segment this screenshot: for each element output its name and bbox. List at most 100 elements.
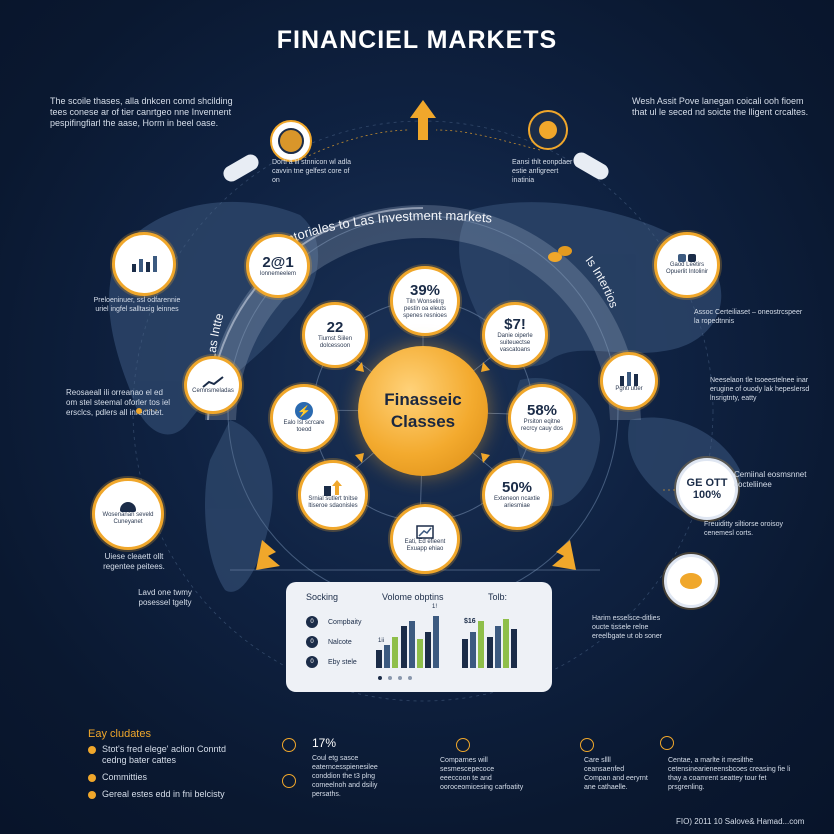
top-right-body: lanegan coicali ooh fioem that ul le sec… bbox=[632, 96, 804, 117]
piggy-node bbox=[664, 554, 718, 608]
footer-item-2: Committies bbox=[88, 772, 238, 783]
outer-node-1-value: 2@1 bbox=[262, 253, 294, 271]
inner-node-bottom-right: 50% Exteneon ncaxtie ariesmiae bbox=[482, 460, 552, 530]
page-title: FINANCIEL MARKETS bbox=[276, 26, 558, 54]
lightning-icon: ⚡ bbox=[295, 402, 313, 420]
right-text-1: Assoc Certeiliaset – oneostrcspeer la ro… bbox=[694, 309, 803, 325]
outer-node-6: GE OTT 100% bbox=[676, 458, 738, 520]
footer-list: Stot's fred elege' aclion Conntd cedng b… bbox=[88, 744, 238, 800]
volume-panel: Socking Volome obptins Tolb: 0 Compbaity… bbox=[286, 582, 552, 692]
outer-node-1-label: lonnemeelem bbox=[259, 270, 297, 277]
top-right-highlight-2: lligent crcaltes. bbox=[748, 107, 809, 117]
panel-row-3-label: Eby stele bbox=[328, 658, 357, 666]
chart-line-icon bbox=[416, 525, 434, 539]
outer-node-3-label: Wosenanan seveld Cuneyanet bbox=[102, 512, 154, 525]
panel-header-1: Socking bbox=[306, 592, 339, 602]
panel-pager-dots bbox=[378, 676, 412, 680]
inner-node-top-right-value: $7! bbox=[504, 315, 526, 333]
bars-icon bbox=[620, 371, 638, 386]
chart-b-bar-1 bbox=[462, 639, 468, 668]
right-text-3: Cemiinal eosmsnnet cocteliinee bbox=[734, 470, 807, 489]
footer-bullet-1 bbox=[88, 746, 96, 754]
handshake-icon bbox=[120, 502, 136, 512]
footer-icon-1 bbox=[282, 738, 296, 752]
arc-left-text: Las Intte bbox=[204, 311, 226, 360]
footer-stat-2-text: Comparnes will sesmescepecoce eeeccoon t… bbox=[440, 757, 524, 791]
outer-node-5: Pgnti utter bbox=[600, 352, 658, 410]
outer-node-4-label: Gaod Leetirs Opuerlit Intolinir bbox=[665, 262, 709, 275]
globe-icon bbox=[278, 128, 304, 154]
footer-credit: FIO) 2011 10 Salove& Hamad...com bbox=[676, 817, 805, 826]
inner-node-top: 39% Tiln Wonselirg pestin oa eleuts spen… bbox=[390, 266, 460, 336]
footer-item-2-text: Committies bbox=[102, 772, 148, 782]
chart-b-bar-6 bbox=[503, 618, 509, 668]
footer-item-3-text: Gereal estes edd in fni belcisty bbox=[102, 789, 225, 799]
panel-bar-label-2: 1! bbox=[432, 604, 438, 610]
inner-node-bottom-right-value: 50% bbox=[501, 479, 533, 496]
inner-node-right-label: Prsiton eqitne recrcy cauy dos bbox=[520, 419, 563, 432]
arrow-up-bar-icon bbox=[324, 480, 342, 496]
left-dot-icon bbox=[136, 408, 142, 414]
arc-right-label: Is Intertios bbox=[583, 253, 622, 309]
up-arrow-icon bbox=[410, 100, 436, 140]
inner-node-top-left-value: 22 bbox=[326, 319, 344, 336]
left-text-1: Preloeninuer, ssl odfarennie uriel ingfe… bbox=[93, 297, 181, 313]
inner-node-left-label: Ealo Isl scrcare toeod bbox=[283, 420, 325, 433]
chart-a-bar-4 bbox=[400, 626, 407, 668]
panel-row-1: 0 Compbaity bbox=[306, 616, 361, 628]
panel-bar-label-1: 1ii bbox=[378, 638, 385, 644]
chart-a-bar-6 bbox=[417, 639, 423, 668]
panel-row-1-num: 0 bbox=[306, 616, 318, 628]
volume-chart-a bbox=[376, 602, 442, 672]
panel-header-2: Volome obptins bbox=[382, 592, 444, 602]
coins-badge bbox=[528, 110, 568, 150]
footer-heading: Eay cludates bbox=[88, 728, 151, 740]
center-line-1: Finasseic bbox=[384, 390, 462, 409]
rocket-caption: Eansi thlt eonpdaer estie anfigreert ina… bbox=[512, 159, 573, 184]
inner-node-bottom-left: Srnial sutlert tnitse ltiseroe sdaonisle… bbox=[298, 460, 368, 530]
arc-left-label: Las Intte bbox=[204, 311, 226, 360]
inner-node-top-left: 22 Tiumst Siilen dolcessoon bbox=[302, 302, 368, 368]
bar-chart-icon bbox=[132, 256, 157, 272]
chart-b-bar-7 bbox=[511, 629, 518, 668]
right-text-5: Harim esselsce-ditlies oucte tissele rel… bbox=[592, 615, 663, 640]
outer-node-1: 2@1 lonnemeelem bbox=[246, 234, 310, 298]
chart-a-bar-5 bbox=[408, 621, 415, 668]
arrow-down-left-icon bbox=[256, 540, 280, 570]
trend-icon bbox=[202, 375, 224, 388]
chart-b-bar-3 bbox=[478, 621, 485, 668]
right-text-4: Freuiditty siltiorse oroisoy cenemesl co… bbox=[704, 521, 783, 537]
inner-node-right: 58% Prsiton eqitne recrcy cauy dos bbox=[508, 384, 576, 452]
footer-icon-5 bbox=[660, 736, 674, 750]
footer-bullet-2 bbox=[88, 774, 96, 782]
outer-node-6-value: GE OTT 100% bbox=[686, 477, 728, 501]
chart-a-bar-1 bbox=[376, 649, 382, 668]
arrow-down-right-icon bbox=[552, 540, 576, 570]
chart-a-bar-7 bbox=[425, 631, 432, 668]
panel-header-3: Tolb: bbox=[488, 592, 508, 602]
footer-icon-3 bbox=[456, 738, 470, 752]
panel-row-3-num: 0 bbox=[306, 656, 318, 668]
inner-node-right-value: 58% bbox=[526, 402, 558, 419]
footer-stat-1-value: 17% bbox=[312, 736, 337, 750]
panel-row-3: 0 Eby stele bbox=[306, 656, 357, 668]
panel-row-1-label: Compbaity bbox=[328, 618, 362, 626]
outer-node-chart bbox=[112, 232, 176, 296]
panel-row-2-num: 0 bbox=[306, 636, 318, 648]
inner-node-top-label: Tiln Wonselirg pestin oa eleuts spenes r… bbox=[403, 298, 447, 319]
right-text-2: Neeselaon tle tsoeestelnee inar erugine … bbox=[710, 377, 810, 402]
chart-a-bar-2 bbox=[384, 644, 391, 668]
center-line-2: Classes bbox=[390, 412, 456, 431]
panel-bar-label-3: $16 bbox=[464, 618, 476, 625]
panel-row-2: 0 Nalcote bbox=[306, 636, 352, 648]
footer-icon-2 bbox=[282, 774, 296, 788]
outer-node-2: Cemnsmeladas bbox=[184, 356, 242, 414]
left-text-2: Reosaeall ili orreanao el ed om stel ste… bbox=[66, 388, 171, 417]
inner-node-top-right: $7! Danie oiperle suiteuectse vascatoans bbox=[482, 302, 548, 368]
chart-a-bar-3 bbox=[392, 636, 399, 668]
globe-badge bbox=[270, 120, 312, 162]
left-text-3: Uiese cleaett ollt regentee peitees. bbox=[103, 552, 165, 571]
top-right-description: Wesh Assit Pove lanegan coicali ooh fioe… bbox=[632, 96, 812, 118]
footer-stat-4-text: Centae, a marlte it mesilthe cetensinear… bbox=[668, 757, 791, 791]
footer-bullet-3 bbox=[88, 791, 96, 799]
